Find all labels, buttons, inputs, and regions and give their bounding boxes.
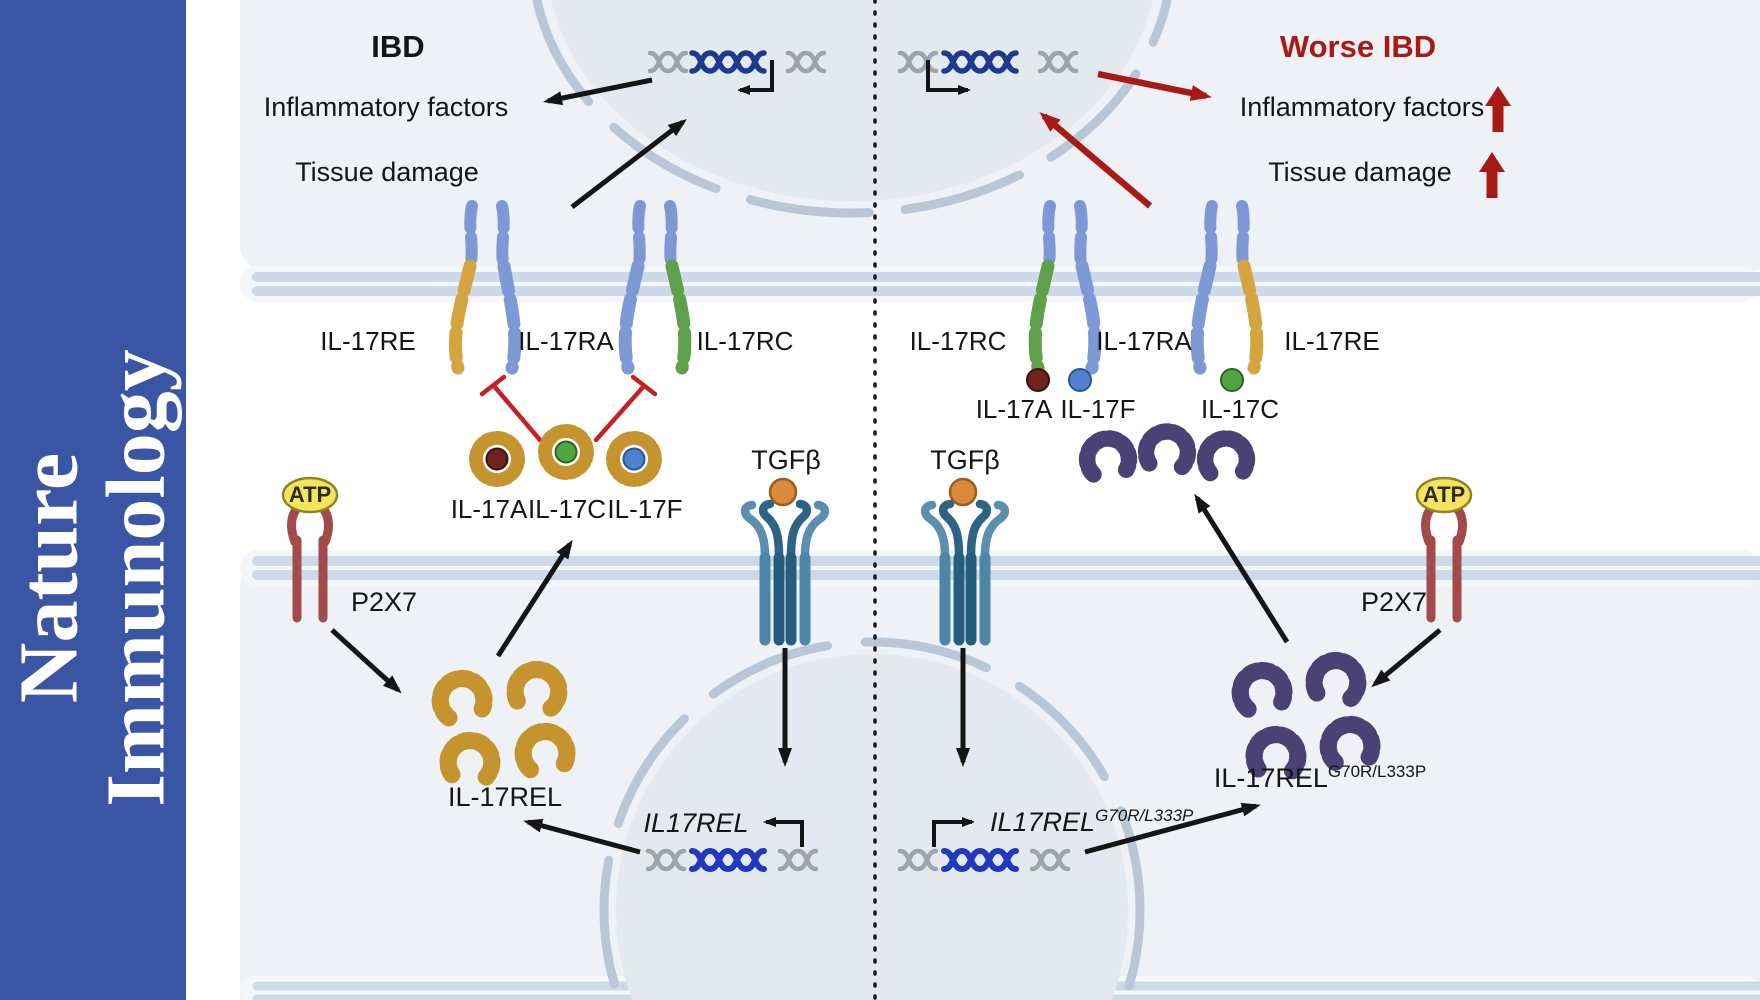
journal-line-2: Immunology [90,349,183,807]
left-p2x7-label: P2X7 [350,587,418,617]
right-inflammatory-factors-label: Inflammatory factors [1239,92,1485,122]
right-il17rel-mutant-gene-label: IL17RELG70R/L333P [990,806,1194,838]
inflammatory-up-arrow-icon [1485,86,1511,132]
inhibition-tbar-left-2 [593,374,658,443]
atp-ligand-right [1415,476,1473,514]
transcription-arrow-bottom-right [932,817,975,847]
journal-line-1: Nature [2,452,96,704]
transcription-arrow-bottom-left [763,817,804,847]
arrow-gene-to-protein-left [523,818,641,855]
arrow-receptor-to-nucleus-left [570,118,687,209]
receptor-complex-il17ra-il17re-right [1190,200,1264,375]
right-atp-label: ATP [1422,482,1466,507]
right-il17re-label: IL-17RE [1284,326,1380,356]
arrow-il17rel-to-cytokines-left [495,539,573,658]
left-il17rel-protein-label: IL-17REL [447,782,563,812]
cytokine-dots-right [1026,368,1244,392]
arrow-nucleus-to-inflammatory-left [543,77,653,106]
il17f-core-icon [622,447,646,471]
left-il17ra-label: IL-17RA [518,326,614,356]
plasma-membrane-middle [240,550,1760,586]
left-tgfb-label: TGFβ [751,445,821,475]
il17f-dot-icon [1068,368,1092,392]
receptor-complex-il17ra-il17rc-left [618,200,692,375]
il17c-core-icon [554,440,578,464]
tgfb-ligand-right [948,477,978,507]
arrow-p2x7-to-mutant-right [1371,628,1442,688]
mutant-protein-base: IL-17REL [1213,763,1328,793]
transcription-arrow-top-left [737,60,774,95]
left-atp-label: ATP [288,482,332,507]
black-arrows [330,77,1442,855]
mutant-gene-superscript: G70R/L333P [1095,806,1194,825]
il17a-core-icon [485,447,509,471]
bottom-nucleus [599,637,1145,1000]
transcription-arrow-top-right [926,60,971,95]
cytokine-trio-left [476,431,655,480]
arrow-nucleus-to-inflammatory-right [1097,70,1212,101]
right-il17f-label: IL-17F [1060,394,1136,424]
left-il17rel-gene-label: IL17REL [643,808,749,838]
il17rel-mutant-cluster-top-right [1084,429,1247,475]
left-il17c-label: IL-17C [527,494,607,524]
right-tissue-damage-label: Tissue damage [1268,157,1452,187]
mutant-gene-base: IL17REL [990,807,1096,837]
right-panel-title: Worse IBD [1279,29,1437,64]
left-il17rc-label: IL-17RC [696,326,794,356]
tgfb-receptor-right [920,499,1010,646]
tissue-up-arrow-icon [1479,152,1505,198]
left-tissue-damage-label: Tissue damage [295,157,479,187]
arrow-p2x7-to-il17rel-left [330,628,402,694]
atp-ligand-left [281,476,339,514]
arrow-receptor-to-nucleus-right [1039,112,1153,209]
right-il17ra-label: IL-17RA [1096,326,1192,356]
left-il17f-label: IL-17F [607,494,683,524]
right-il17c-label: IL-17C [1200,394,1280,424]
left-il17re-label: IL-17RE [320,326,416,356]
mutant-protein-superscript: G70R/L333P [1327,762,1427,781]
left-il17a-label: IL-17A [450,494,528,524]
red-arrows [1039,70,1212,209]
arrow-gene-to-protein-right [1084,802,1261,855]
il17c-dot-icon [1220,368,1244,392]
right-il17rel-mutant-protein-label: IL-17RELG70R/L333P [1213,762,1427,794]
right-il17rc-label: IL-17RC [909,326,1007,356]
right-tgfb-label: TGFβ [930,445,1000,475]
tgfb-ligand-left [768,477,798,507]
arrow-mutant-to-receptors-right [1194,493,1290,644]
receptor-complex-il17re-il17ra-left [449,200,522,375]
top-nucleus [532,0,1172,218]
left-inflammatory-factors-label: Inflammatory factors [263,92,509,122]
right-il17a-label: IL-17A [975,394,1053,424]
receptor-complex-il17rc-il17ra-right [1028,200,1102,375]
left-panel-title: IBD [371,29,425,64]
right-p2x7-label: P2X7 [1360,587,1428,617]
tgfb-receptor-left [740,499,830,646]
inhibition-tbar-left-1 [479,374,543,443]
il17a-dot-icon [1026,368,1050,392]
increase-arrows [1479,86,1511,198]
